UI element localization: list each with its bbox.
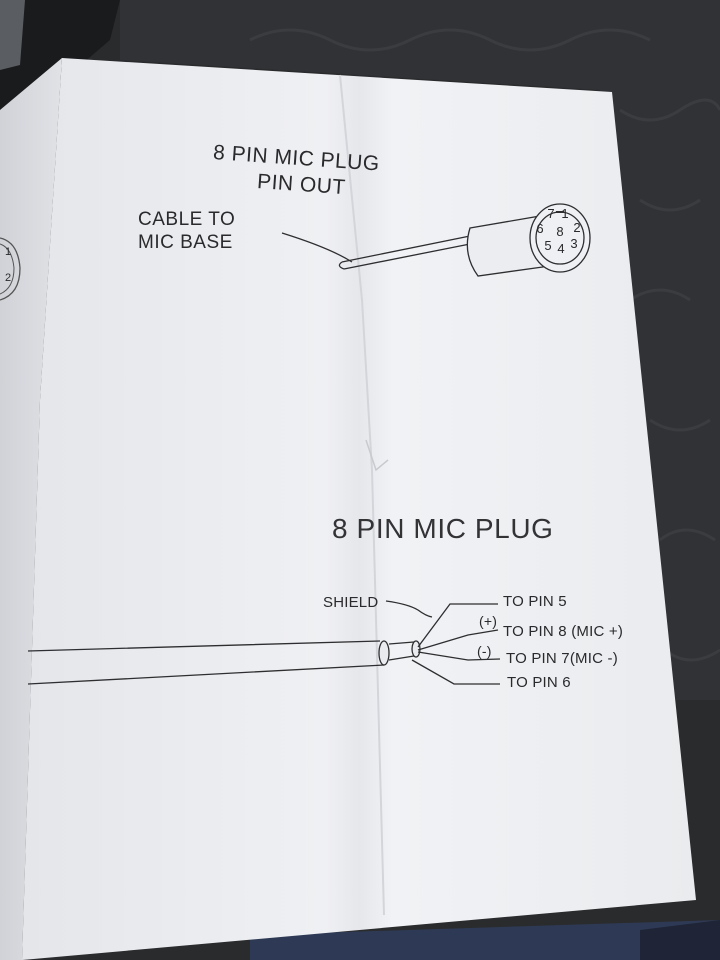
wire-label-pin-8: TO PIN 8 (MIC +) xyxy=(503,623,624,640)
shield-leader-line xyxy=(385,600,433,618)
cable-label-line1: CABLE TO xyxy=(138,209,236,230)
cable-label-line2: MIC BASE xyxy=(138,232,233,253)
cable-leader-line xyxy=(281,232,353,263)
pin-number: 2 xyxy=(573,220,581,235)
cable-end xyxy=(378,640,390,666)
wiring-section-title: 8 PIN MIC PLUG xyxy=(332,513,554,544)
pin-number: 3 xyxy=(570,236,578,251)
left-page-pin-number: 2 xyxy=(4,272,12,284)
pin-number: 7 xyxy=(547,206,555,221)
left-page-pin-number: 1 xyxy=(4,246,12,258)
pin-number: 1 xyxy=(561,206,569,221)
cable-line xyxy=(341,235,471,270)
plug-pinout-drawing xyxy=(281,203,591,277)
pin-number: 8 xyxy=(556,224,564,239)
cable-wiring-drawing xyxy=(27,600,501,685)
pin-number: 6 xyxy=(536,221,544,236)
device-corner xyxy=(0,0,120,110)
cloth-bottom xyxy=(250,920,720,960)
pin-number: 5 xyxy=(544,238,552,253)
wire-to-pin-8 xyxy=(417,629,499,651)
shield-label: SHIELD xyxy=(323,594,379,611)
left-page-fragment xyxy=(0,58,62,960)
pin-number: 4 xyxy=(557,241,565,256)
wire-label-pin-5: TO PIN 5 xyxy=(503,593,567,610)
wire-bundle-end xyxy=(411,640,421,658)
wire-label-pin-7: TO PIN 7(MIC -) xyxy=(506,650,618,667)
wire-to-pin-7 xyxy=(417,651,501,661)
wire-label-pin-6: TO PIN 6 xyxy=(507,674,571,691)
wire-to-pin-5 xyxy=(417,603,498,648)
cable-jacket xyxy=(27,640,385,685)
plug-body xyxy=(466,215,551,277)
minus-marker: (-) xyxy=(477,643,492,659)
plus-marker: (+) xyxy=(479,613,498,629)
wire-to-pin-6 xyxy=(411,659,500,685)
left-pin-connector-outline xyxy=(0,237,21,301)
page-fold-line xyxy=(339,74,385,916)
main-page xyxy=(22,58,696,960)
